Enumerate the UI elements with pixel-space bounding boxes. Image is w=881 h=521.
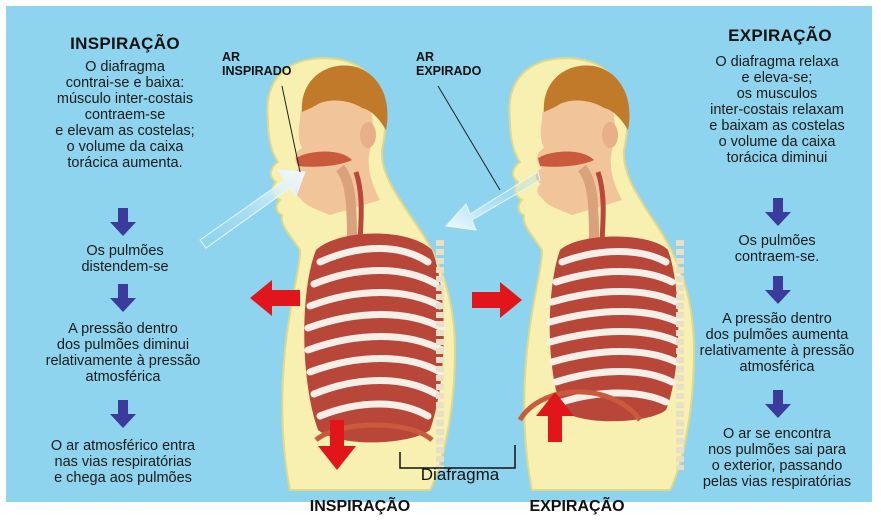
expiration-step-4: O ar se encontra nos pulmões sai para o … [672, 426, 881, 490]
bottom-expiration-label: EXPIRAÇÃO [517, 498, 637, 516]
ear [360, 122, 376, 148]
ear [602, 122, 618, 148]
inspiration-step-1: O diafragma contrai-se e baixa: músculo … [20, 59, 230, 171]
down-arrow-icon [110, 208, 136, 236]
bottom-inspiration-label: INSPIRAÇÃO [300, 498, 420, 516]
inspiration-step-2: Os pulmões distendem-se [40, 243, 210, 275]
diaphragm-label: Diafragma [410, 465, 510, 485]
air-out-pointer [438, 86, 500, 190]
inspiration-step-3: A pressão dentro dos pulmões diminui rel… [15, 321, 231, 385]
expiration-step-2: Os pulmões contraem-se. [692, 233, 862, 265]
down-arrow-icon [110, 284, 136, 312]
air-expired-label: AR EXPIRADO [416, 50, 506, 78]
expiration-step-1: O diafragma relaxa e eleva-se; os muscul… [672, 54, 881, 166]
expiration-flow-arrows [765, 198, 791, 418]
down-arrow-icon [765, 198, 791, 226]
down-arrow-icon [765, 390, 791, 418]
inspiration-figure [200, 58, 455, 490]
expiration-step-3: A pressão dentro dos pulmões aumenta rel… [672, 311, 881, 375]
expiration-title: EXPIRAÇÃO [700, 26, 860, 46]
down-arrow-icon [765, 276, 791, 304]
expiration-figure [438, 58, 694, 490]
inspiration-title: INSPIRAÇÃO [40, 34, 210, 54]
chest-contract-arrow [472, 282, 522, 318]
down-arrow-icon [110, 400, 136, 428]
inspiration-flow-arrows [110, 208, 136, 428]
inspiration-step-4: O ar atmosférico entra nas vias respirat… [15, 438, 231, 486]
air-inspired-label: AR INSPIRADO [222, 50, 312, 78]
